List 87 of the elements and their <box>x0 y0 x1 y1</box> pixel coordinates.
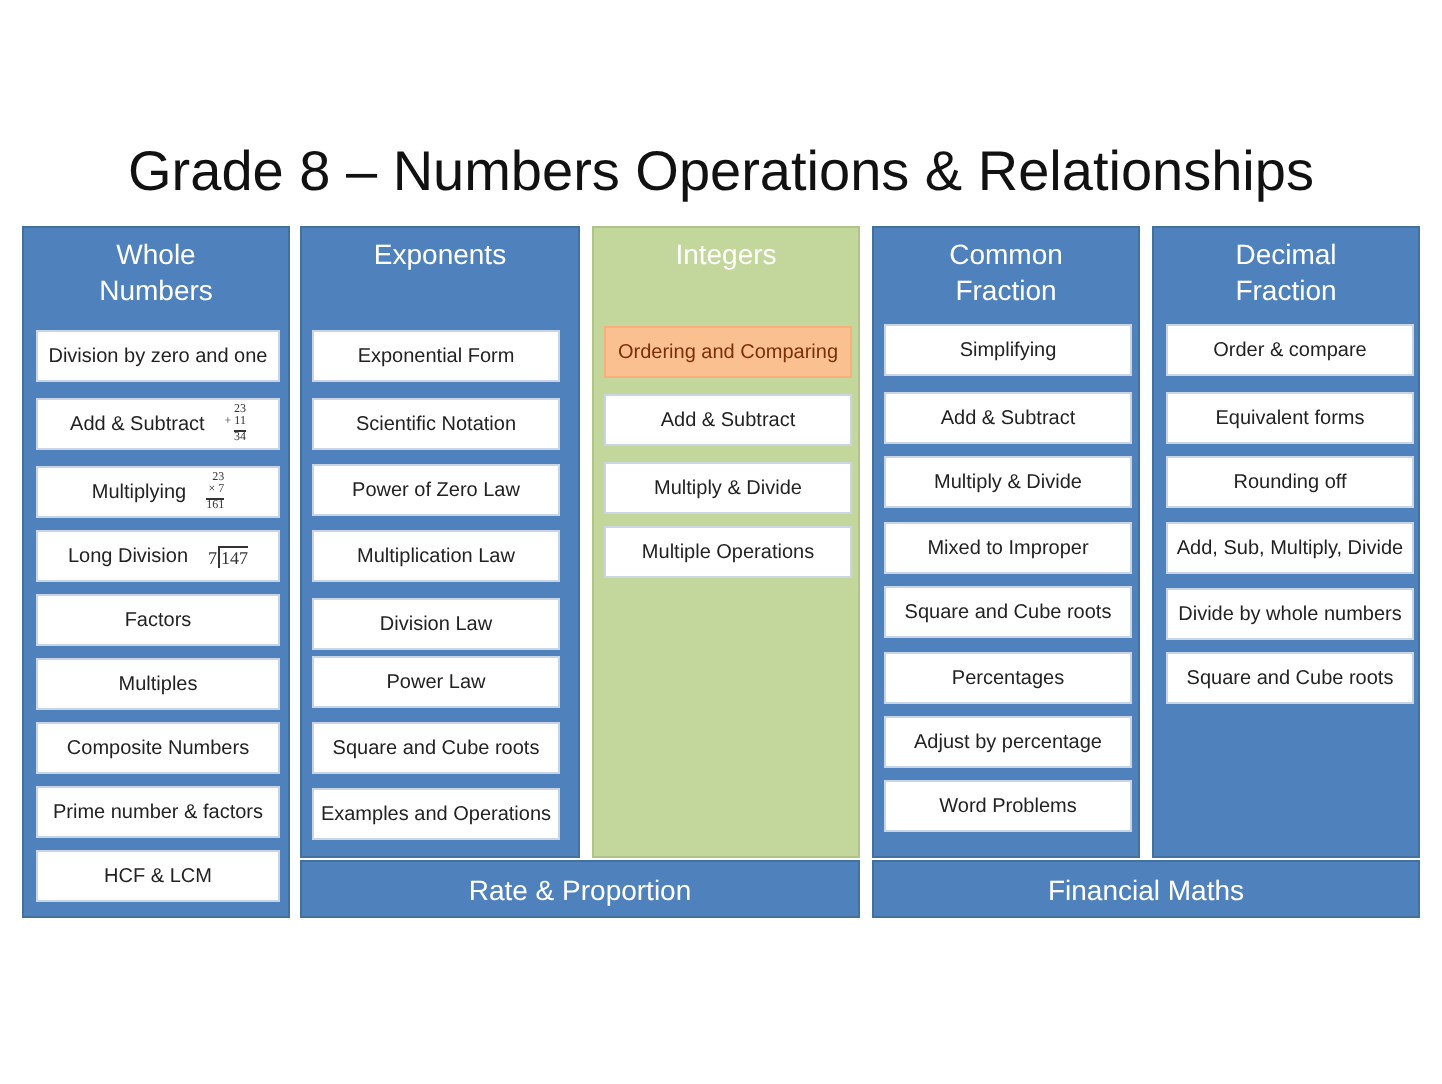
topic-box <box>884 456 1132 508</box>
topic-box <box>312 530 560 582</box>
topic-box <box>36 850 280 902</box>
topic-label: Examples and Operations <box>320 803 552 825</box>
topic-box <box>884 522 1132 574</box>
topic-box <box>1166 588 1414 640</box>
dividend: 147 <box>217 545 249 567</box>
topic-box <box>884 716 1132 768</box>
topic-label: Word Problems <box>939 795 1077 817</box>
topic-box <box>312 722 560 774</box>
topic-label: Power of Zero Law <box>352 479 520 501</box>
topic-label: Composite Numbers <box>66 737 250 759</box>
topic-box <box>1166 522 1414 574</box>
column-heading: Financial Maths <box>1047 873 1245 905</box>
topic-label: Add & Subtract <box>940 407 1076 429</box>
topic-box <box>36 786 280 838</box>
category-column <box>300 226 580 858</box>
category-bar <box>872 860 1420 918</box>
topic-label: Multiplication Law <box>357 545 515 567</box>
topic-label: Add & Subtract <box>70 413 205 435</box>
column-heading: Exponents <box>371 236 509 272</box>
topic-box <box>604 526 852 578</box>
topic-box <box>36 722 280 774</box>
column-heading: Whole Numbers <box>97 236 215 308</box>
topic-box <box>1166 652 1414 704</box>
topic-box <box>884 780 1132 832</box>
topic-label: Long Division <box>67 545 189 567</box>
category-bar <box>300 860 860 918</box>
topic-box <box>884 586 1132 638</box>
topic-label: Ordering and Comparing <box>617 341 839 363</box>
topic-label: Multiplying <box>91 481 187 503</box>
topic-box <box>1166 324 1414 376</box>
topic-label: Multiply & Divide <box>654 477 802 499</box>
category-column <box>872 226 1140 858</box>
column-heading: Decimal Fraction <box>1233 236 1339 308</box>
column-heading: Integers <box>673 236 779 272</box>
topic-box <box>312 398 560 450</box>
diagram-title: Grade 8 – Numbers Operations & Relationships <box>126 140 1316 204</box>
topic-box <box>884 392 1132 444</box>
topic-label: Rounding off <box>1233 471 1347 493</box>
topic-box <box>36 330 280 382</box>
topic-box <box>312 598 560 650</box>
category-column <box>22 226 290 918</box>
column-heading: Rate & Proportion <box>468 873 692 905</box>
topic-label: Simplifying <box>959 339 1057 361</box>
category-column <box>592 226 860 858</box>
topic-label: Add & Subtract <box>660 409 796 431</box>
topic-box <box>36 530 280 582</box>
topic-label: Divide by whole numbers <box>1178 603 1402 625</box>
topic-label: Percentages <box>951 667 1065 689</box>
topic-box <box>36 466 280 518</box>
topic-label: Exponential Form <box>357 345 515 367</box>
topic-label: Power Law <box>386 671 486 693</box>
topic-label: Multiples <box>118 673 198 695</box>
topic-box <box>604 326 852 378</box>
topic-label: Division Law <box>379 613 493 635</box>
topic-label: Division by zero and one <box>48 345 268 367</box>
topic-label: Square and Cube roots <box>332 737 540 759</box>
topic-box <box>884 324 1132 376</box>
topic-box <box>36 658 280 710</box>
topic-label: Order & compare <box>1213 339 1367 361</box>
topic-label: Square and Cube roots <box>1186 667 1394 689</box>
topic-label: Multiple Operations <box>641 541 815 563</box>
topic-label: Prime number & factors <box>52 801 264 823</box>
divisor: 7 <box>208 547 218 567</box>
topic-label: Factors <box>124 609 192 631</box>
column-heading: Common Fraction <box>947 236 1065 308</box>
topic-box <box>604 394 852 446</box>
topic-box <box>884 652 1132 704</box>
topic-box <box>312 656 560 708</box>
topic-label: Add, Sub, Multiply, Divide <box>1176 537 1404 559</box>
topic-box <box>36 398 280 450</box>
topic-label: Multiply & Divide <box>934 471 1082 493</box>
category-column <box>1152 226 1420 858</box>
topic-label: Square and Cube roots <box>904 601 1112 623</box>
topic-box <box>1166 456 1414 508</box>
topic-box <box>312 464 560 516</box>
topic-box <box>312 330 560 382</box>
topic-box <box>604 462 852 514</box>
topic-label: Mixed to Improper <box>927 537 1089 559</box>
topic-box <box>1166 392 1414 444</box>
topic-label: HCF & LCM <box>104 865 212 887</box>
topic-label: Adjust by percentage <box>914 731 1102 753</box>
topic-box <box>312 788 560 840</box>
topic-label: Scientific Notation <box>355 413 517 435</box>
topic-label: Equivalent forms <box>1215 407 1365 429</box>
topic-box <box>36 594 280 646</box>
